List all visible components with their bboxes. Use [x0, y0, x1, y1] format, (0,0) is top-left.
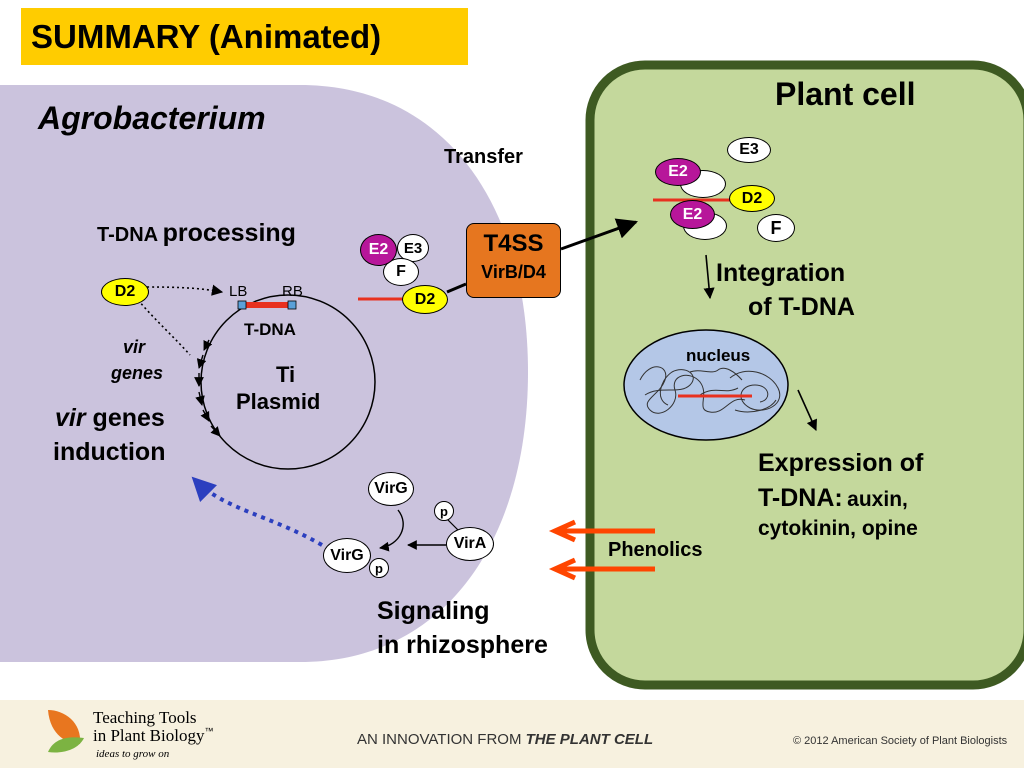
- logo-line2-wrap: in Plant Biology™: [93, 726, 213, 746]
- integration-arrow: [703, 254, 715, 300]
- f-protein-plant: F: [757, 214, 795, 242]
- signaling-line1: Signaling: [377, 597, 490, 625]
- vir-word: vir: [55, 404, 86, 432]
- ti-label: Ti: [276, 362, 296, 387]
- expression-line3: cytokinin, opine: [758, 517, 918, 540]
- expression-tdna: T-DNA:: [758, 484, 843, 512]
- plasmid-label: Plasmid: [236, 389, 321, 414]
- signaling-line2: in rhizosphere: [377, 631, 548, 659]
- agrobacterium-label: Agrobacterium: [38, 100, 266, 136]
- d2-protein-plant: D2: [729, 185, 775, 212]
- trademark-mark: ™: [204, 726, 214, 736]
- expression-auxin: auxin,: [847, 488, 908, 511]
- innovation-prefix: AN INNOVATION FROM: [357, 731, 522, 748]
- expression-arrow: [797, 389, 817, 432]
- integration-line2: of T-DNA: [748, 293, 855, 321]
- plant-cell-label: Plant cell: [775, 76, 916, 112]
- e2-protein-bacterium: E2: [360, 234, 397, 266]
- vir-genes-induction-line1: vir genes: [55, 404, 165, 433]
- copyright-text: © 2012 American Society of Plant Biologi…: [793, 735, 1008, 747]
- innovation-text: AN INNOVATION FROM THE PLANT CELL: [357, 731, 653, 748]
- d2-to-lb-dotted-arrow: [146, 284, 224, 296]
- rb-border-marker: [287, 300, 297, 310]
- e2-protein-plant-top: E2: [655, 158, 701, 186]
- lb-label: LB: [229, 283, 248, 300]
- footer-bar: Teaching Tools in Plant Biology™ ideas t…: [0, 700, 1024, 768]
- p-phospho-vira: p: [434, 501, 454, 521]
- logo-line1: Teaching Tools: [93, 708, 197, 727]
- phenolics-arrows: [548, 519, 655, 581]
- leaf-logo-icon: [48, 710, 84, 753]
- tdna-processing-prefix: T-DNA: [97, 224, 159, 246]
- virb-d4-label: VirB/D4: [481, 262, 546, 282]
- phenolics-label: Phenolics: [608, 539, 703, 561]
- induction-dotted-arrow: [191, 476, 323, 547]
- t4ss-complex: T4SS VirB/D4: [466, 223, 561, 298]
- innovation-journal: THE PLANT CELL: [525, 731, 654, 748]
- d2-protein-bacterium: D2: [402, 285, 448, 314]
- virg-protein-top: VirG: [368, 472, 414, 506]
- e2-protein-plant-bottom: E2: [670, 200, 715, 229]
- virg-protein-phosphorylated: VirG: [323, 538, 371, 573]
- d2-protein-plasmid: D2: [101, 278, 149, 306]
- logo-line2: in Plant Biology: [93, 726, 205, 745]
- virg-phosphorylation-arrow: [379, 509, 404, 552]
- vira-protein: VirA: [446, 527, 494, 561]
- t4ss-label: T4SS: [483, 230, 544, 257]
- t4ss-to-plant-arrow: [560, 218, 638, 251]
- vir-genes-word-vir: vir: [123, 337, 146, 357]
- tdna-processing-suffix: processing: [162, 219, 296, 247]
- expression-line2: T-DNA: auxin,: [758, 484, 908, 513]
- expression-line1: Expression of: [758, 449, 924, 477]
- tdna-processing-label: T-DNA processing: [97, 219, 296, 248]
- d2-to-t4ss-line: [446, 282, 467, 294]
- integration-line1: Integration: [716, 259, 846, 287]
- genes-word: genes: [92, 404, 165, 432]
- nucleus-label: nucleus: [686, 346, 751, 365]
- transfer-label: Transfer: [444, 146, 523, 168]
- vir-gene-arrows: [194, 339, 221, 437]
- plasmid-tdna-label: T-DNA: [244, 320, 296, 339]
- chromatin: [639, 366, 781, 414]
- slide-title: SUMMARY (Animated): [21, 8, 468, 65]
- p-phospho-virg: p: [369, 558, 389, 578]
- e3-protein-plant: E3: [727, 137, 771, 163]
- lb-border-marker: [237, 300, 247, 310]
- e3-protein-bacterium: E3: [397, 234, 429, 262]
- vir-genes-induction-line2: induction: [53, 438, 166, 466]
- agrobacterium-cell: [0, 85, 528, 662]
- logo-tagline: ideas to grow on: [96, 748, 170, 760]
- vir-genes-word-genes: genes: [111, 363, 164, 383]
- rb-label: RB: [282, 283, 303, 300]
